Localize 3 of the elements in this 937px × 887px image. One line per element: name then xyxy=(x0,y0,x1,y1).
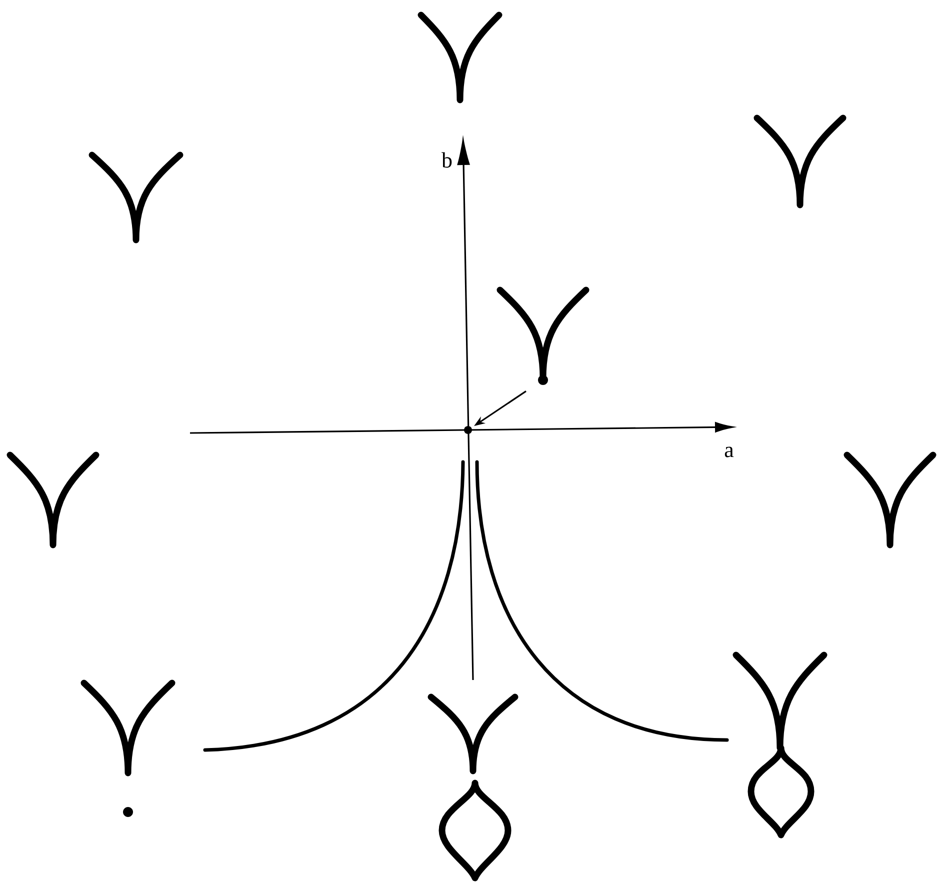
dot xyxy=(538,375,548,385)
axis-label: b xyxy=(442,152,452,168)
axis-label: a xyxy=(724,446,734,458)
